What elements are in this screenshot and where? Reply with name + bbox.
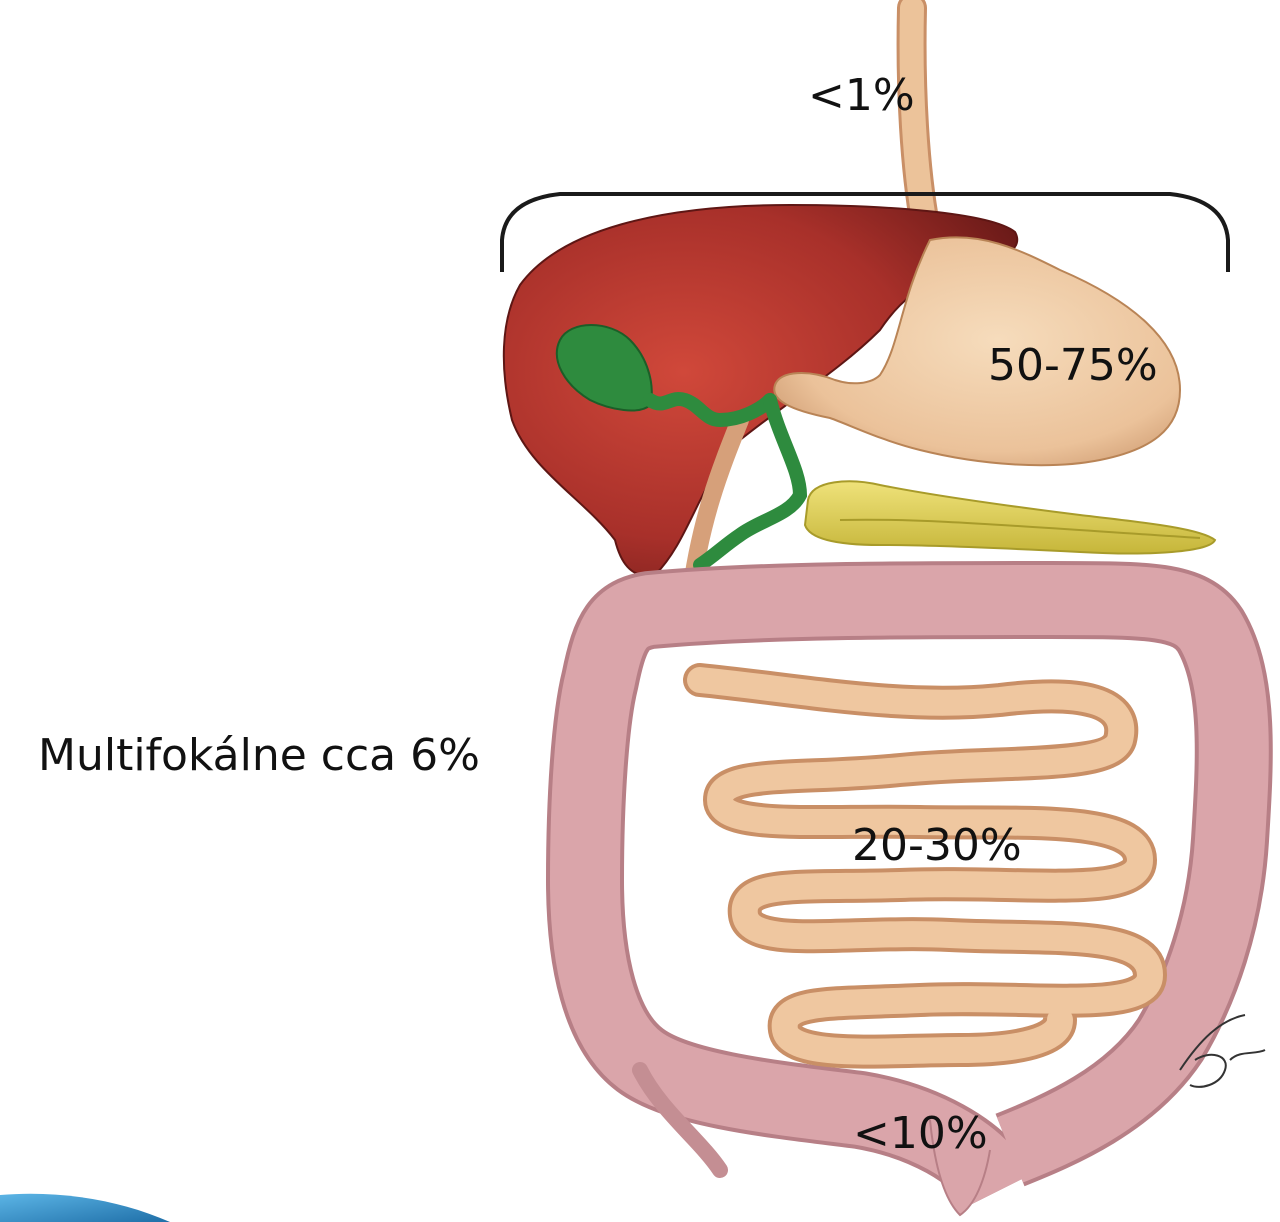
pancreas: [805, 481, 1215, 553]
label-small-intestine-percent: 20-30%: [852, 824, 1022, 868]
corner-accent: [0, 1194, 170, 1222]
label-multifocal: Multifokálne cca 6%: [38, 734, 480, 778]
label-esophagus-percent: <1%: [808, 74, 915, 118]
label-colon-rectum-percent: <10%: [853, 1112, 988, 1156]
label-stomach-percent: 50-75%: [988, 344, 1158, 388]
